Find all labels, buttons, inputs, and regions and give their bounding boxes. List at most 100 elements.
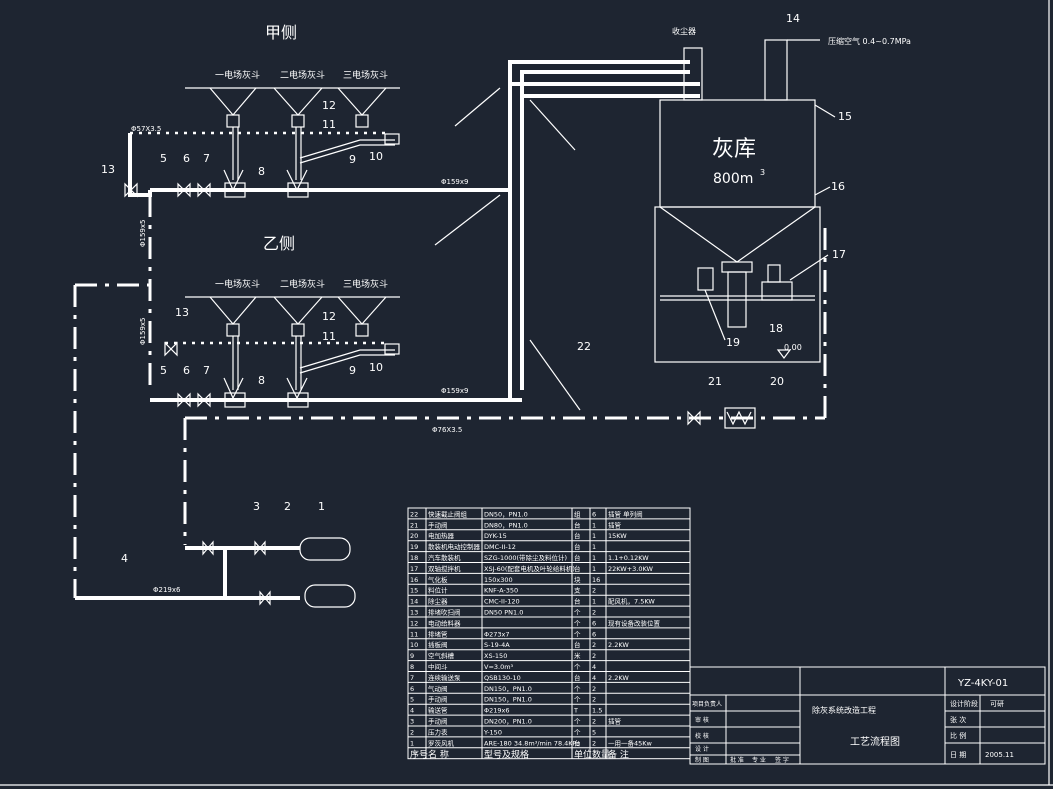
svg-text:17: 17	[832, 248, 846, 261]
svg-text:批 准: 批 准	[730, 756, 744, 764]
bom-cell-unit: T	[573, 707, 578, 715]
bom-cell-qty: 2	[592, 739, 596, 747]
bom-cell-unit: 个	[574, 728, 581, 736]
bom-cell-name: 气动阀	[428, 684, 448, 693]
bom-cell-name: 压力表	[428, 727, 448, 736]
bom-cell-name: 空气斜槽	[428, 651, 455, 660]
svg-text:10: 10	[369, 150, 383, 163]
bom-cell-name: 散装机电动控制器	[428, 542, 481, 551]
svg-text:日 期: 日 期	[950, 751, 966, 759]
bom-cell-no: 2	[410, 728, 414, 736]
bom-cell-unit: 个	[574, 696, 581, 704]
bom-cell-qty: 2	[592, 685, 596, 693]
bom-cell-no: 7	[410, 674, 414, 682]
svg-text:5: 5	[160, 152, 167, 165]
bom-header-unit: 单位	[574, 749, 592, 761]
bom-cell-spec: Φ219x6	[484, 707, 510, 715]
bom-cell-no: 18	[410, 554, 418, 562]
bom-cell-qty: 2	[592, 609, 596, 617]
svg-text:19: 19	[726, 336, 740, 349]
bom-cell-no: 6	[410, 685, 414, 693]
ash-silo: 灰库 800m 3 收尘器 压缩空气 0.4~0.7MPa 0.00	[654, 26, 911, 363]
bom-cell-unit: 组	[574, 509, 581, 518]
bom-cell-name: 手动阀	[428, 520, 448, 529]
bom-cell-no: 4	[410, 707, 414, 715]
bom-cell-qty: 6	[592, 510, 596, 518]
valve-groups-22	[434, 87, 581, 411]
svg-text:11: 11	[322, 118, 336, 131]
bom-cell-qty: 2	[592, 652, 596, 660]
bom-cell-unit: 台	[574, 564, 581, 573]
bom-cell-name: 料位计	[428, 586, 448, 595]
svg-text:14: 14	[786, 12, 800, 25]
svg-text:张 次: 张 次	[950, 715, 966, 724]
bom-cell-unit: 个	[574, 630, 581, 638]
bom-cell-spec: Φ273x7	[484, 630, 510, 638]
bom-cell-spec: DN150，PN1.0	[484, 685, 532, 693]
bom-cell-note: 配风机，7.5KW	[608, 597, 655, 606]
bom-cell-name: 排堵吹扫阀	[428, 608, 461, 617]
bom-cell-spec: XSJ-60(配套电机及叶轮给料机)	[484, 564, 575, 573]
side-a-valves	[124, 182, 309, 198]
bom-cell-unit: 块	[574, 575, 581, 584]
bom-cell-name: 除尘器	[428, 597, 448, 606]
svg-text:三电场灰斗: 三电场灰斗	[343, 278, 388, 290]
electric-heater-20	[724, 407, 756, 429]
bom-cell-name: 插板阀	[428, 640, 448, 649]
svg-text:5: 5	[160, 364, 167, 377]
bom-cell-spec: KNF-A-350	[484, 587, 518, 595]
svg-text:设 计: 设 计	[695, 745, 709, 753]
svg-text:YZ-4KY-01: YZ-4KY-01	[957, 678, 1008, 689]
bom-cell-note: 1.1+0.12KW	[608, 554, 649, 562]
bom-cell-note: 15KW	[608, 532, 627, 540]
svg-text:22: 22	[577, 340, 591, 353]
bom-header-name: 名 称	[428, 749, 449, 761]
svg-text:二电场灰斗: 二电场灰斗	[280, 69, 325, 81]
bom-cell-unit: 台	[574, 738, 581, 747]
bom-cell-name: 手动阀	[428, 717, 448, 726]
silo-item-numbers: 14 15 16 17 18 19 20 21 22	[577, 12, 852, 388]
bom-cell-spec: DN200，PN1.0	[484, 718, 532, 726]
bom-cell-qty: 2	[592, 718, 596, 726]
svg-text:6: 6	[183, 364, 190, 377]
bom-cell-unit: 米	[574, 651, 581, 660]
side-b-label: 乙侧	[263, 234, 295, 253]
bom-cell-no: 22	[410, 510, 418, 518]
bom-cell-spec: SZG-1000(带除尘及料位计)	[484, 553, 567, 562]
bom-cell-no: 8	[410, 663, 414, 671]
svg-text:4: 4	[121, 552, 128, 565]
svg-text:Φ76X3.5: Φ76X3.5	[432, 426, 462, 434]
bom-cell-spec: QSB130-10	[484, 674, 521, 682]
svg-text:项目负责人: 项目负责人	[692, 700, 722, 708]
bom-cell-unit: 台	[574, 520, 581, 529]
bom-cell-no: 20	[410, 532, 418, 540]
bom-cell-no: 19	[410, 543, 418, 551]
side-b-hoppers: 一电场灰斗 二电场灰斗 三电场灰斗	[165, 278, 400, 400]
svg-text:三电场灰斗: 三电场灰斗	[343, 69, 388, 81]
bom-cell-spec: Y-150	[483, 728, 502, 736]
svg-text:灰库: 灰库	[712, 137, 756, 162]
bom-cell-note: 插管	[608, 520, 622, 529]
bom-cell-unit: 个	[574, 663, 581, 671]
svg-text:校 核: 校 核	[695, 732, 709, 740]
bom-cell-qty: 6	[592, 630, 596, 638]
bom-cell-no: 16	[410, 576, 418, 584]
bom-cell-no: 17	[410, 565, 418, 573]
blower-item-numbers: 1 2 3 4	[121, 500, 325, 565]
bom-cell-note: 一用一备45Kw	[608, 738, 653, 747]
svg-text:Φ219x6: Φ219x6	[153, 586, 181, 594]
bom-header-note: 备 注	[608, 749, 629, 761]
roots-blowers: Φ219x6	[73, 283, 356, 608]
svg-text:Φ159x9: Φ159x9	[441, 387, 468, 395]
svg-text:15: 15	[838, 110, 852, 123]
svg-text:审 核: 审 核	[695, 716, 709, 724]
svg-text:11: 11	[322, 330, 336, 343]
svg-text:比 例: 比 例	[950, 731, 966, 740]
svg-text:制 图: 制 图	[695, 756, 709, 764]
bom-cell-no: 3	[410, 718, 414, 726]
bom-cell-note: 插管 单列阀	[608, 509, 643, 518]
svg-text:Φ159x5: Φ159x5	[139, 220, 147, 247]
svg-text:3: 3	[760, 168, 765, 177]
bom-cell-no: 1	[410, 739, 414, 747]
